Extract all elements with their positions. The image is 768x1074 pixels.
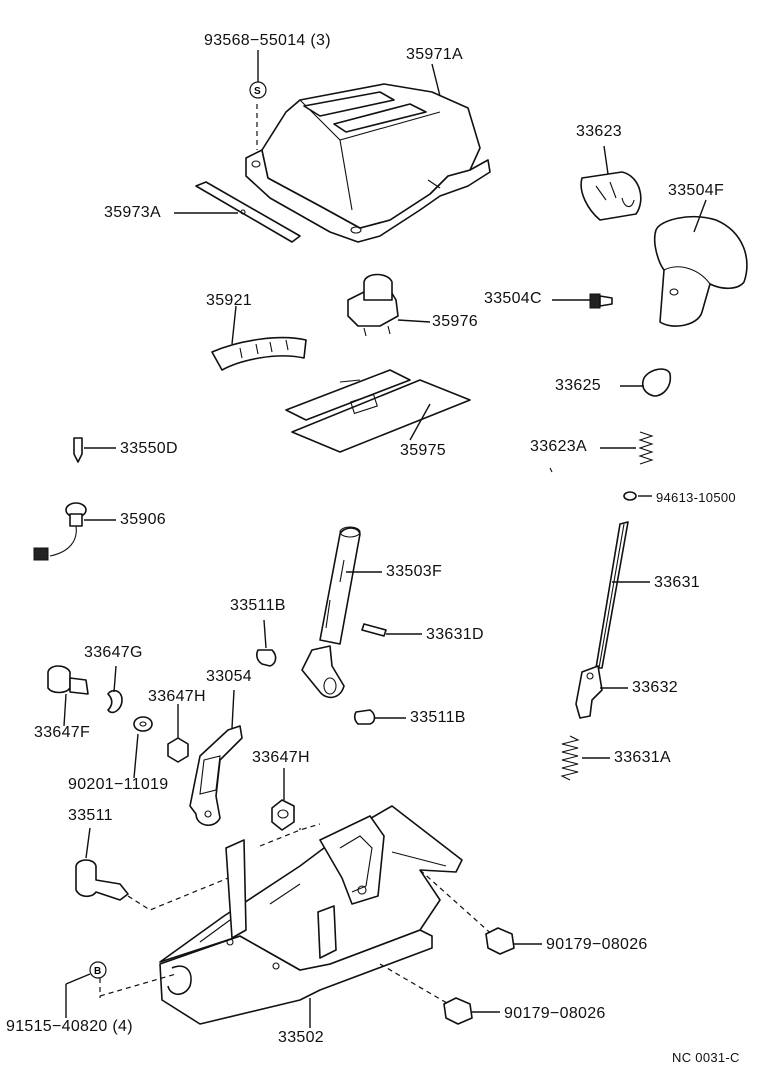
pin-33550D: [73, 437, 83, 463]
pivot-33647F: [47, 665, 89, 695]
label-33632: 33632: [632, 679, 678, 696]
label-33625: 33625: [555, 377, 601, 394]
label-35973A: 35973A: [104, 204, 161, 221]
nut-90179-a: [485, 927, 515, 955]
leader-33511B-top: [263, 619, 267, 649]
diagram-code: NC 0031-C: [672, 1050, 740, 1065]
dash-91515: [99, 973, 177, 997]
label-91515: 91515−40820 (4): [6, 1018, 133, 1035]
label-33502: 33502: [278, 1029, 324, 1046]
label-33511B-mid: 33511B: [410, 709, 466, 726]
spring-33631A: [560, 735, 580, 781]
label-93568: 93568−55014 (3): [204, 32, 331, 49]
label-33631A: 33631A: [614, 749, 671, 766]
label-35921: 35921: [206, 292, 252, 309]
label-33631D: 33631D: [426, 626, 484, 643]
indicator-plate-35921: [211, 336, 307, 371]
dash-align-1: [259, 823, 321, 847]
label-94613: 94613-10500: [656, 490, 736, 505]
screw-33504C: [589, 293, 613, 309]
tag-s-letter: S: [254, 86, 261, 97]
leader-35921: [231, 305, 237, 345]
bushing-33511B-top: [256, 649, 277, 667]
label-33550D: 33550D: [120, 440, 178, 457]
label-90179-a: 90179−08026: [546, 936, 648, 953]
leader-35971A: [431, 63, 441, 97]
dash-33511: [127, 873, 239, 911]
clip-33625: [641, 368, 672, 397]
rod-33631: [595, 521, 629, 669]
label-35906: 35906: [120, 511, 166, 528]
label-35971A: 35971A: [406, 46, 463, 63]
label-33511: 33511: [68, 807, 113, 824]
base-bracket-33502: [159, 805, 463, 1025]
leader-35975: [409, 403, 431, 441]
nut-33647H-left: [167, 737, 189, 763]
nut-90179-b: [443, 997, 473, 1025]
leader-33623: [603, 145, 609, 175]
shift-knob-33504F: [653, 216, 748, 327]
shift-lever-33503F: [301, 526, 361, 699]
bracket-33632: [575, 665, 603, 719]
washer-94613: [623, 491, 637, 501]
label-33647H-mid: 33647H: [252, 749, 310, 766]
leader-33647F: [63, 693, 67, 727]
knob-button-33623: [580, 171, 642, 221]
bolt-tag-b: [89, 961, 107, 979]
tag-b-letter: B: [94, 966, 101, 977]
label-33647G: 33647G: [84, 644, 143, 661]
indicator-switch-35976: [347, 273, 399, 337]
dash-nut-a: [419, 869, 497, 939]
leader-33054: [231, 689, 235, 729]
leader-33511: [85, 827, 91, 859]
label-35976: 35976: [432, 313, 478, 330]
bolt-33511: [75, 859, 129, 901]
label-33647F: 33647F: [34, 724, 91, 741]
slide-plate-35975: [285, 369, 471, 453]
bracket-33054: [189, 725, 243, 826]
washer-33647G: [107, 689, 123, 714]
label-90179-b: 90179−08026: [504, 1005, 606, 1022]
label-33647H-left: 33647H: [148, 688, 206, 705]
label-33623: 33623: [576, 123, 622, 140]
nut-33647H-mid: [271, 799, 295, 831]
spring-33623A: [638, 431, 654, 465]
bushing-33511B-mid: [353, 709, 376, 725]
label-33623A: 33623A: [530, 438, 587, 455]
label-33504C: 33504C: [484, 290, 542, 307]
leader-91515-b: [65, 973, 91, 985]
label-33503F: 33503F: [386, 563, 443, 580]
label-90201: 90201−11019: [68, 776, 169, 793]
label-35975: 35975: [400, 442, 446, 459]
shift-lever-housing-35971A: [245, 83, 491, 243]
washer-90201: [133, 716, 153, 732]
label-33511B-top: 33511B: [230, 597, 286, 614]
label-33054: 33054: [206, 668, 252, 685]
leader-90201: [133, 733, 139, 779]
leader-35976: [397, 319, 431, 323]
leader-33504F: [693, 199, 707, 233]
plate-35973A: [195, 181, 301, 243]
label-33504F: 33504F: [668, 182, 725, 199]
leader-33647G: [113, 665, 117, 693]
dash-nut-b: [379, 963, 453, 1007]
pin-33631D: [361, 623, 387, 637]
sensor-35906: [33, 502, 87, 561]
label-33631: 33631: [654, 574, 700, 591]
